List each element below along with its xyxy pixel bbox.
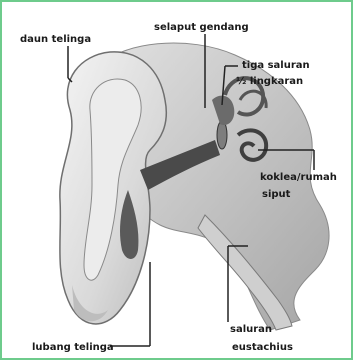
- label-saluran-eustachius-line1: saluran: [230, 324, 272, 336]
- eardrum: [217, 121, 227, 149]
- label-tiga-saluran-line2: ½ lingkaran: [236, 76, 303, 88]
- label-koklea-line2: siput: [262, 189, 290, 201]
- label-koklea-line1: koklea/rumah: [260, 172, 337, 184]
- label-saluran-eustachius-line2: eustachius: [232, 342, 293, 354]
- label-lubang-telinga: lubang telinga: [32, 342, 114, 354]
- label-selaput-gendang: selaput gendang: [154, 22, 249, 34]
- label-daun-telinga: daun telinga: [20, 34, 91, 46]
- label-tiga-saluran-line1: tiga saluran: [242, 60, 310, 72]
